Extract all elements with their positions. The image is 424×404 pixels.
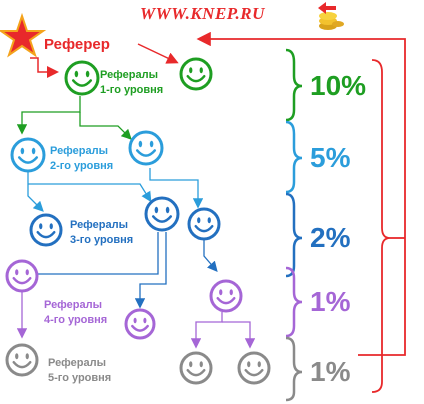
- arrow-l3-to-l4b: [134, 232, 167, 309]
- arrow-referrer-to-ref1: [30, 57, 59, 78]
- level-5-percent: 1%: [310, 356, 351, 387]
- level-5-label: Рефералы 5-го уровня: [48, 356, 111, 386]
- arrow-l2-to-l3b: [28, 183, 152, 203]
- star-icon: [0, 12, 47, 58]
- arrow-l2b-to-l3c: [149, 168, 204, 209]
- coins-icon: [319, 12, 344, 30]
- smiley-icon: [179, 57, 213, 91]
- level-1-percent: 10%: [310, 70, 367, 101]
- arrow-l2-to-l3a: [27, 172, 44, 212]
- smiley-icon: [64, 60, 100, 96]
- red-total-brace: [371, 59, 391, 393]
- level-5-line1: Рефералы: [48, 357, 106, 369]
- smiley-icon: [128, 130, 164, 166]
- level-1-line2: 1-го уровня: [100, 84, 164, 96]
- level-3-line1: Рефералы: [70, 219, 128, 231]
- smiley-icon: [144, 196, 180, 232]
- arrow-l3c-to-l4c: [203, 240, 218, 272]
- level-2-line1: Рефералы: [50, 145, 108, 157]
- arrow-l4c-to-l5b: [190, 312, 223, 349]
- arrow-l1-to-l2b: [79, 112, 132, 140]
- smiley-icon: [10, 137, 46, 173]
- level-3-label: Рефералы 3-го уровня: [70, 218, 133, 248]
- level-1-line1: Рефералы: [100, 69, 158, 81]
- brace-level-3: [285, 192, 303, 278]
- level-5-line2: 5-го уровня: [48, 372, 112, 384]
- level-2-line2: 2-го уровня: [50, 160, 114, 172]
- arrow-referrer-to-ref1b: [137, 43, 179, 64]
- arrow-l3-to-l4a: [17, 232, 159, 280]
- level-2-percent: 5%: [310, 142, 351, 173]
- brace-level-1: [285, 48, 303, 122]
- smiley-icon: [187, 207, 221, 241]
- smiley-icon: [29, 213, 63, 247]
- arrow-l4c-to-l5c: [222, 321, 256, 349]
- smiley-icon: [5, 343, 39, 377]
- site-url[interactable]: WWW.KNEP.RU: [140, 4, 265, 23]
- arrow-l1-to-l2a: [16, 96, 81, 135]
- brace-level-2: [285, 120, 303, 194]
- level-3-percent: 2%: [310, 222, 351, 253]
- smiley-icon: [124, 308, 156, 340]
- level-2-label: Рефералы 2-го уровня: [50, 144, 113, 174]
- level-4-percent: 1%: [310, 286, 351, 317]
- smiley-icon: [209, 279, 243, 313]
- level-1-label: Рефералы 1-го уровня: [100, 68, 163, 98]
- level-4-line2: 4-го уровня: [44, 314, 108, 326]
- smiley-icon: [237, 351, 271, 385]
- level-3-line2: 3-го уровня: [70, 234, 134, 246]
- level-4-line1: Рефералы: [44, 299, 102, 311]
- smiley-icon: [5, 259, 39, 293]
- left-arrow-icon: [318, 2, 336, 14]
- smileys-layer: [5, 57, 271, 385]
- smiley-icon: [179, 351, 213, 385]
- level-4-label: Рефералы 4-го уровня: [44, 298, 107, 328]
- brace-level-4: [285, 266, 303, 338]
- referrer-label: Реферер: [44, 36, 110, 53]
- brace-level-5: [285, 336, 303, 402]
